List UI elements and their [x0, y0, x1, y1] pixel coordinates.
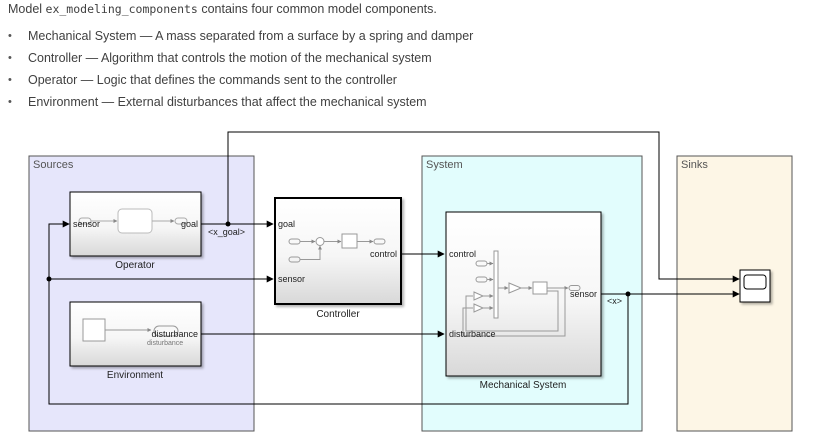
- environment-block-name: Environment: [107, 370, 163, 381]
- branch-point: [625, 291, 631, 297]
- controller-in-port-goal: goal: [278, 219, 295, 229]
- branch-point: [46, 276, 52, 282]
- gain-icon: [341, 233, 358, 249]
- system-area-title: System: [426, 159, 463, 171]
- list-item: Environment — External disturbances that…: [0, 92, 473, 114]
- list-item: Mechanical System — A mass separated fro…: [0, 26, 473, 48]
- outport-icon: [153, 325, 179, 337]
- scope-block[interactable]: [739, 269, 771, 303]
- sum-icon: [315, 237, 325, 246]
- outport-icon: [174, 217, 188, 225]
- signal-lines: [48, 131, 740, 405]
- x-goal-signal-label: <x_goal>: [208, 227, 245, 237]
- component-list: Mechanical System — A mass separated fro…: [0, 26, 473, 114]
- mux-icon: [493, 250, 499, 319]
- operator-out-port: goal: [181, 219, 198, 229]
- list-item: Controller — Algorithm that controls the…: [0, 48, 473, 70]
- list-item: Operator — Logic that defines the comman…: [0, 70, 473, 92]
- source-icon: [82, 318, 106, 342]
- operator-block-name: Operator: [115, 260, 155, 271]
- controller-in-port-sensor: sensor: [278, 274, 305, 284]
- environment-out-port: disturbance: [151, 329, 198, 339]
- x-signal-label: <x>: [607, 296, 622, 306]
- mechanical-out-port: sensor: [570, 289, 597, 299]
- mechanical-in-port-control: control: [449, 249, 476, 259]
- model-name: ex_modeling_components: [45, 2, 198, 16]
- controller-block-name: Controller: [316, 309, 360, 320]
- operator-block[interactable]: sensor goal Operator: [69, 191, 202, 271]
- controller-block[interactable]: goal sensor control Controller: [274, 197, 402, 320]
- mechanical-block-name: Mechanical System: [480, 380, 567, 391]
- environment-inner-label: disturbance: [147, 340, 183, 347]
- sinks-area-title: Sinks: [681, 159, 708, 171]
- sources-area-title: Sources: [33, 159, 74, 171]
- intro-suffix: contains four common model components.: [197, 2, 437, 16]
- x-goal-scope-line[interactable]: [227, 131, 740, 283]
- feedback-line[interactable]: [48, 279, 629, 405]
- sensor-operator-line[interactable]: [48, 220, 70, 279]
- mechanical-in-port-disturbance: disturbance: [449, 329, 496, 339]
- scope-screen-icon: [743, 274, 767, 290]
- branch-point: [225, 221, 231, 227]
- operator-in-port: sensor: [73, 219, 100, 229]
- environment-block[interactable]: disturbance disturbance Environment: [69, 301, 202, 381]
- intro-prefix: Model: [8, 2, 46, 16]
- intro-text: Model ex_modeling_components contains fo…: [8, 2, 437, 16]
- controller-out-port: control: [370, 249, 397, 259]
- chart-icon: [117, 208, 153, 234]
- mechanical-system-block[interactable]: control disturbance sensor Mechanical Sy…: [445, 211, 602, 391]
